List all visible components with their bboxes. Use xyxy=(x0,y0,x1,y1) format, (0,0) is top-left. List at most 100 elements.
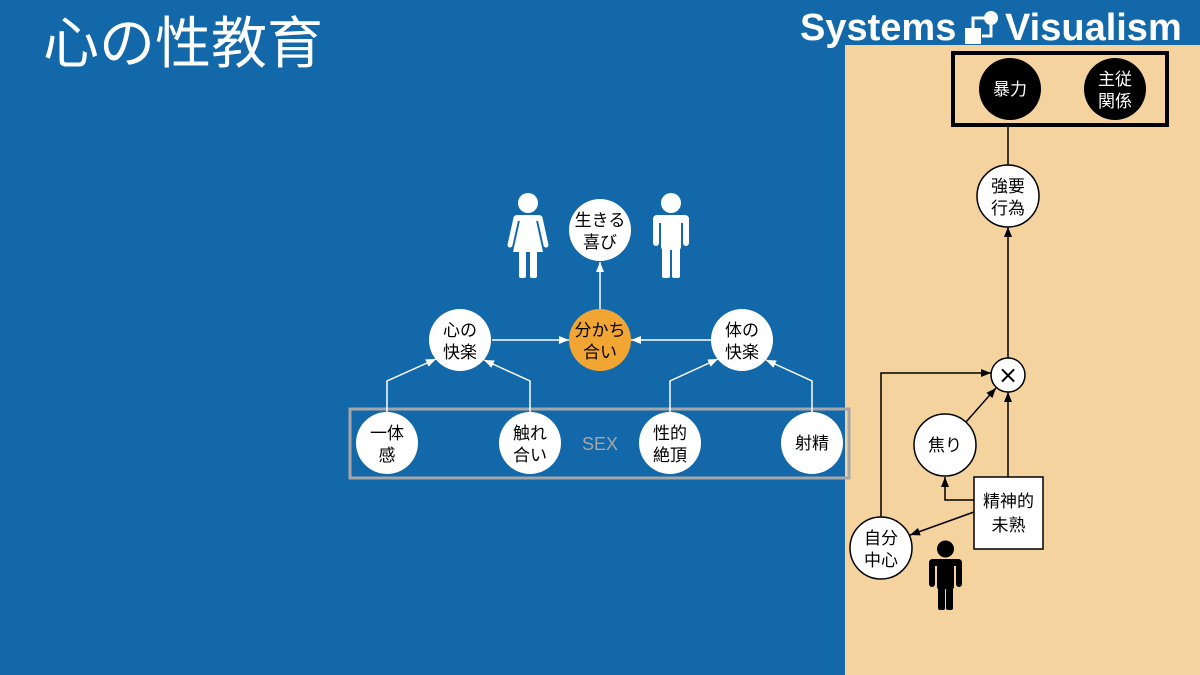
logo-icon-circle xyxy=(984,11,998,25)
node-physical-pleasure: 体の 快楽 xyxy=(711,309,773,371)
node-unity-circle xyxy=(356,412,418,474)
person-icon-left-leg xyxy=(938,586,945,610)
page-title: 心の性教育 xyxy=(43,12,323,77)
node-living-joy-circle xyxy=(569,199,631,261)
node-unity-line2: 感 xyxy=(379,446,396,466)
logo-icon-square xyxy=(965,28,981,44)
arrow-ejaculation-to-physical-pleasure xyxy=(765,359,813,412)
node-mental-pleasure-line1: 心の xyxy=(443,321,477,341)
arrow-unity-to-mental-pleasure xyxy=(386,358,437,412)
tan-side-panel xyxy=(845,45,1200,675)
node-self-centered-circle xyxy=(849,516,913,580)
right-diagram: 暴力 主従 関係 強要 行為 × 焦り 精神的 xyxy=(849,51,1169,610)
female-icon-left-leg xyxy=(519,250,526,278)
arrow-self-centered-to-operator xyxy=(880,369,991,517)
multiply-operator-circle xyxy=(990,357,1026,393)
person-icon-right-arm xyxy=(956,560,962,587)
node-impatience-label: 焦り xyxy=(928,436,962,456)
arrow-touching-to-mental-pleasure xyxy=(483,359,531,412)
female-icon-dress xyxy=(513,216,543,252)
node-ejaculation-circle xyxy=(781,412,843,474)
male-icon-right-arm xyxy=(683,216,689,246)
arrow-immaturity-to-impatience xyxy=(941,477,974,501)
node-touching-circle xyxy=(499,412,561,474)
node-dominance-line2: 関係 xyxy=(1098,92,1132,112)
logo-word-visualism: Visualism xyxy=(1005,7,1182,49)
male-icon-head xyxy=(661,193,681,213)
node-mental-pleasure-circle xyxy=(429,309,491,371)
node-dominance: 主従 関係 xyxy=(1084,58,1146,120)
person-icon-right-leg xyxy=(946,586,953,610)
arrow-orgasm-to-physical-pleasure xyxy=(669,358,719,412)
male-icon-left-leg xyxy=(662,247,670,278)
logo-icon-link-lower xyxy=(982,25,993,38)
node-coercion: 強要 行為 xyxy=(976,164,1040,228)
node-dominance-line1: 主従 xyxy=(1098,70,1132,90)
node-unity: 一体 感 xyxy=(356,412,418,474)
person-icon-torso xyxy=(937,559,954,589)
node-sharing-circle xyxy=(569,309,631,371)
node-dominance-circle xyxy=(1084,58,1146,120)
node-living-joy-line1: 生きる xyxy=(575,211,626,231)
node-touching: 触れ 合い xyxy=(499,412,561,474)
female-icon-right-leg xyxy=(530,250,537,278)
female-icon-right-arm xyxy=(537,215,549,248)
node-sharing: 分かち 合い xyxy=(569,309,631,371)
node-mental-pleasure-line2: 快楽 xyxy=(443,343,477,363)
node-violence-circle xyxy=(979,58,1041,120)
node-immaturity-line1: 精神的 xyxy=(983,492,1034,512)
male-person-icon xyxy=(653,193,689,278)
node-operator: × xyxy=(990,357,1026,393)
outcome-box xyxy=(951,51,1169,127)
logo-icon-link-upper xyxy=(971,16,984,28)
node-coercion-line2: 行為 xyxy=(991,199,1025,219)
node-impatience-circle xyxy=(913,413,977,477)
node-self-centered: 自分 中心 xyxy=(849,516,913,580)
node-ejaculation: 射精 xyxy=(781,412,843,474)
person-icon-head xyxy=(937,540,954,558)
male-icon-left-arm xyxy=(653,216,659,246)
sex-group-label: SEX xyxy=(582,434,618,454)
node-touching-line1: 触れ xyxy=(513,424,547,444)
systems-visualism-logo: Systems Visualism xyxy=(800,7,1182,49)
node-orgasm-line1: 性的 xyxy=(653,424,687,444)
node-touching-line2: 合い xyxy=(513,446,547,466)
male-icon-torso xyxy=(661,215,681,250)
network-node-icon xyxy=(965,11,998,44)
person-icon-left-arm xyxy=(929,560,935,587)
node-immaturity: 精神的 未熟 xyxy=(973,476,1044,550)
person-icon xyxy=(929,540,962,610)
node-unity-line1: 一体 xyxy=(370,424,404,444)
node-sharing-line2: 合い xyxy=(583,343,617,363)
node-mental-pleasure: 心の 快楽 xyxy=(429,309,491,371)
node-ejaculation-label: 射精 xyxy=(795,434,829,454)
node-physical-pleasure-line1: 体の xyxy=(725,321,759,341)
node-coercion-line1: 強要 xyxy=(991,177,1025,197)
node-self-centered-line2: 中心 xyxy=(864,551,898,571)
sex-group-box xyxy=(348,407,851,480)
node-orgasm: 性的 絶頂 xyxy=(639,412,701,474)
node-physical-pleasure-line2: 快楽 xyxy=(725,343,759,363)
node-living-joy: 生きる 喜び xyxy=(569,199,631,261)
female-person-icon xyxy=(507,193,549,278)
node-orgasm-line2: 絶頂 xyxy=(653,446,687,466)
node-living-joy-line2: 喜び xyxy=(583,233,617,253)
node-immaturity-line2: 未熟 xyxy=(992,515,1026,536)
arrow-impatience-to-operator xyxy=(965,387,997,423)
node-impatience: 焦り xyxy=(913,413,977,477)
male-icon-right-leg xyxy=(672,247,680,278)
node-physical-pleasure-circle xyxy=(711,309,773,371)
logo-word-systems: Systems xyxy=(800,7,956,49)
left-diagram: SEX 生きる 喜び 心の 快楽 分かち 合い 体の 快楽 xyxy=(348,193,851,480)
node-coercion-circle xyxy=(976,164,1040,228)
arrow-immaturity-to-self-centered xyxy=(909,511,975,536)
node-self-centered-line1: 自分 xyxy=(864,529,898,549)
multiply-operator-symbol: × xyxy=(998,361,1018,389)
node-sharing-line1: 分かち xyxy=(575,321,626,341)
node-violence: 暴力 xyxy=(979,58,1041,120)
node-violence-label: 暴力 xyxy=(993,80,1027,100)
node-orgasm-circle xyxy=(639,412,701,474)
node-immaturity-box xyxy=(973,476,1044,550)
female-icon-head xyxy=(518,193,538,213)
